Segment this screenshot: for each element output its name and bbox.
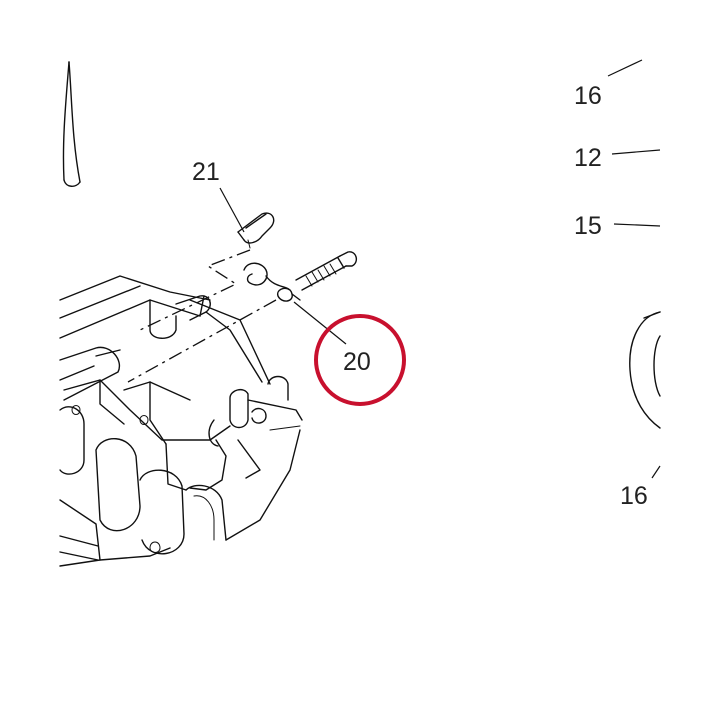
- callout-16-bottom: 16: [620, 482, 648, 510]
- leader-20: [293, 301, 347, 345]
- leader-12: [611, 149, 661, 155]
- leader-15: [613, 223, 661, 227]
- leader-lines: [219, 59, 661, 479]
- highlight-ring: [314, 314, 406, 406]
- bolt-part: [295, 251, 358, 291]
- callout-21: 21: [192, 158, 220, 186]
- callout-12: 12: [574, 144, 602, 172]
- leader-16-bottom: [651, 465, 661, 479]
- assembly-lines: [127, 249, 277, 383]
- leader-21: [219, 187, 245, 233]
- callout-16-top: 16: [574, 82, 602, 110]
- spring-clip-part-20: [243, 262, 301, 302]
- housing-body: [59, 275, 303, 567]
- hose-part: [62, 61, 81, 187]
- right-partial-parts: [629, 311, 661, 429]
- callout-15: 15: [574, 212, 602, 240]
- leader-16-top: [607, 59, 643, 77]
- callout-20: 20: [343, 348, 371, 376]
- clip-part-21: [237, 212, 275, 249]
